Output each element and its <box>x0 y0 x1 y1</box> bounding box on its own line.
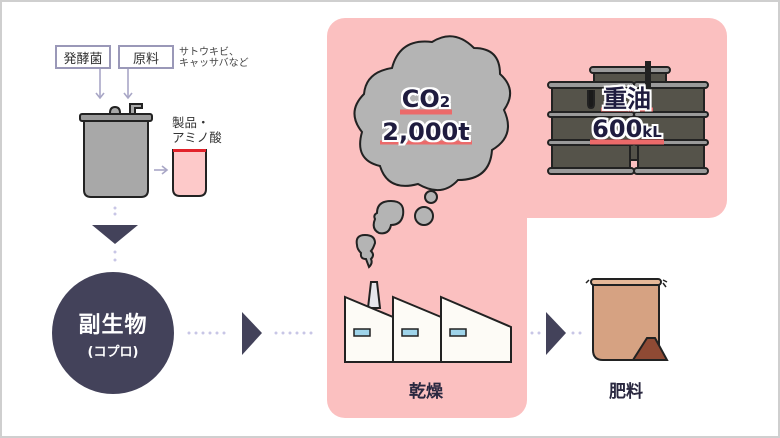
byproduct-title: 副生物 <box>78 312 148 338</box>
right-arrow-icon <box>242 312 262 355</box>
oil-badge: 重油 600kL <box>576 84 678 147</box>
right-arrow-icon <box>546 312 566 355</box>
bacteria-label: 発酵菌 <box>63 51 103 67</box>
right-connector-1 <box>187 312 313 355</box>
co2-amount: 2,000t <box>380 117 472 147</box>
fertilizer-bag-icon <box>585 278 669 361</box>
factory-icon <box>344 281 512 363</box>
product-beaker-icon <box>172 149 207 197</box>
right-connector-2 <box>530 312 582 355</box>
co2-badge: CO2 2,000t <box>376 84 476 147</box>
down-connector <box>92 206 138 262</box>
product-label-line1: 製品・ <box>172 115 210 130</box>
drying-caption: 乾燥 <box>409 382 443 402</box>
product-label: 製品・ アミノ酸 <box>172 115 222 145</box>
byproduct-circle: 副生物 (コプロ) <box>52 272 174 394</box>
co2-cloud-icon <box>353 35 511 269</box>
product-arrow <box>154 165 169 175</box>
oil-label: 重油 <box>601 84 653 114</box>
down-arrow-icon <box>92 225 138 244</box>
input-arrows <box>95 69 133 100</box>
fertilizer-caption: 肥料 <box>609 382 643 402</box>
material-note-line1: サトウキビ、 <box>179 47 239 58</box>
product-label-line2: アミノ酸 <box>172 130 222 145</box>
material-note-line2: キャッサバなど <box>179 58 249 69</box>
material-label-box: 原料 <box>118 45 174 69</box>
fermentation-tank-icon <box>79 103 153 198</box>
oil-amount: 600kL <box>590 114 664 147</box>
material-note: サトウキビ、 キャッサバなど <box>179 47 249 69</box>
material-label: 原料 <box>132 51 159 67</box>
bacteria-label-box: 発酵菌 <box>55 45 111 69</box>
co2-label: CO2 <box>399 84 453 117</box>
byproduct-subtitle: (コプロ) <box>87 344 139 360</box>
